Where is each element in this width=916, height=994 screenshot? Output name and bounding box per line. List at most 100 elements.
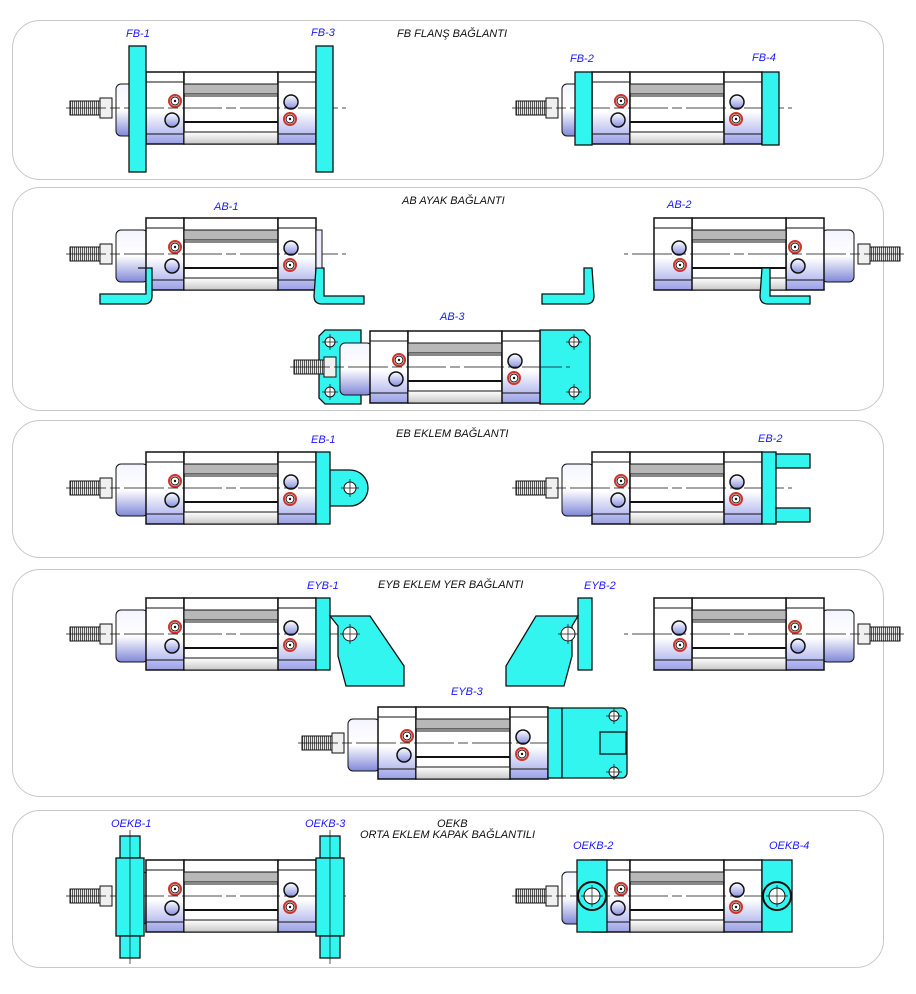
port-hole [164, 112, 180, 128]
port-hole [396, 747, 412, 763]
clevis-fork-top [775, 453, 811, 469]
foot-ab-2-rear [759, 267, 811, 305]
nose-boss [821, 229, 855, 283]
cylinder-eyb-2 [624, 597, 904, 671]
port-hole [283, 474, 299, 490]
barrel-bottom [691, 277, 787, 291]
barrel-bottom [407, 390, 503, 404]
port-hole [283, 240, 299, 256]
cylinder-eb-1 [66, 451, 346, 525]
port-hole [283, 882, 299, 898]
barrel-stripe [183, 609, 279, 621]
port-hole [610, 112, 626, 128]
cylinder-fb-2-4 [512, 71, 792, 145]
port-hole [610, 900, 626, 916]
nose-boss [115, 609, 149, 663]
barrel-stripe [629, 463, 725, 475]
ground-bracket-eyb-3 [561, 707, 628, 779]
mount-plate-eyb-3 [547, 707, 563, 779]
label-fb-4: FB-4 [752, 52, 776, 64]
label-fb-1: FB-1 [126, 28, 150, 40]
port-hole [515, 729, 531, 745]
barrel-stripe [415, 718, 511, 730]
nose-boss [347, 718, 381, 772]
port-hole [283, 94, 299, 110]
barrel-stripe [183, 229, 279, 241]
cylinder-oekb-1-3 [66, 859, 346, 933]
clevis-plate-eb-2 [761, 451, 777, 525]
barrel-stripe [629, 871, 725, 883]
cylinder-eb-2 [512, 451, 792, 525]
barrel-bottom [183, 919, 279, 933]
barrel-bottom [183, 657, 279, 671]
section-title-eb: EB EKLEM BAĞLANTI [396, 428, 509, 440]
flange-fb-3 [315, 45, 334, 173]
section-title-oekb-line2: ORTA EKLEM KAPAK BAĞLANTILI [360, 829, 536, 841]
label-eyb-3: EYB-3 [451, 686, 483, 698]
clevis-plate-eb-1 [315, 451, 331, 525]
port-hole [164, 900, 180, 916]
port-hole [283, 620, 299, 636]
foot-ab-1-front [99, 267, 153, 305]
port-hole [729, 474, 745, 490]
barrel-bottom [629, 919, 725, 933]
cylinder-eyb-3 [298, 706, 578, 780]
label-ab-2: AB-2 [667, 199, 692, 211]
nose-boss [821, 609, 855, 663]
port-hole [388, 371, 404, 387]
barrel-bottom [183, 277, 279, 291]
port-hole [790, 638, 806, 654]
cylinder-ab-2 [624, 217, 904, 291]
port-hole [164, 492, 180, 508]
barrel-stripe [183, 463, 279, 475]
barrel-bottom [415, 766, 511, 780]
section-title-eyb: EYB EKLEM YER BAĞLANTI [378, 579, 524, 591]
label-oekb-2: OEKB-2 [573, 840, 614, 852]
nose-boss [339, 342, 373, 396]
mount-plate-eyb-1 [315, 597, 331, 671]
nose-boss [561, 463, 595, 517]
barrel-bottom [629, 131, 725, 145]
cylinder-ab-1 [66, 217, 346, 291]
flange-fb-1 [128, 45, 147, 173]
section-title-ab: AB AYAK BAĞLANTI [402, 195, 505, 207]
clevis-fork-bottom [775, 507, 811, 523]
section-title-fb: FB FLANŞ BAĞLANTI [397, 28, 508, 40]
label-eb-1: EB-1 [311, 434, 336, 446]
section-title-oekb-line1: OEKB [437, 818, 468, 830]
pivot-bracket-eyb-1 [328, 615, 405, 687]
nose-boss [115, 463, 149, 517]
barrel-bottom [183, 511, 279, 525]
pivot-bracket-eyb-2 [505, 615, 580, 687]
port-hole [507, 353, 523, 369]
cylinder-fb-1-3 [66, 71, 346, 145]
cylinder-eyb-1 [66, 597, 346, 671]
port-hole [164, 638, 180, 654]
label-oekb-1: OEKB-1 [111, 818, 152, 830]
cylinder-ab-3 [290, 330, 570, 404]
nose-boss [115, 229, 149, 283]
plate-ab-3-rear [539, 329, 591, 405]
label-eyb-1: EYB-1 [307, 580, 339, 592]
barrel-stripe [691, 229, 787, 241]
cylinder-oekb-2-4 [512, 859, 792, 933]
pin-block [599, 731, 627, 755]
label-ab-1: AB-1 [214, 201, 239, 213]
label-ab-3: AB-3 [440, 311, 465, 323]
flange-fb-2 [574, 71, 593, 146]
label-fb-3: FB-3 [311, 27, 335, 39]
barrel-stripe [629, 83, 725, 95]
label-eyb-2: EYB-2 [584, 580, 616, 592]
port-hole [729, 94, 745, 110]
label-oekb-3: OEKB-3 [305, 818, 346, 830]
label-eb-2: EB-2 [758, 433, 783, 445]
barrel-stripe [691, 609, 787, 621]
port-hole [671, 240, 687, 256]
barrel-stripe [407, 342, 503, 354]
barrel-stripe [183, 871, 279, 883]
barrel-bottom [691, 657, 787, 671]
port-hole [610, 492, 626, 508]
port-hole [790, 258, 806, 274]
label-oekb-4: OEKB-4 [769, 840, 810, 852]
